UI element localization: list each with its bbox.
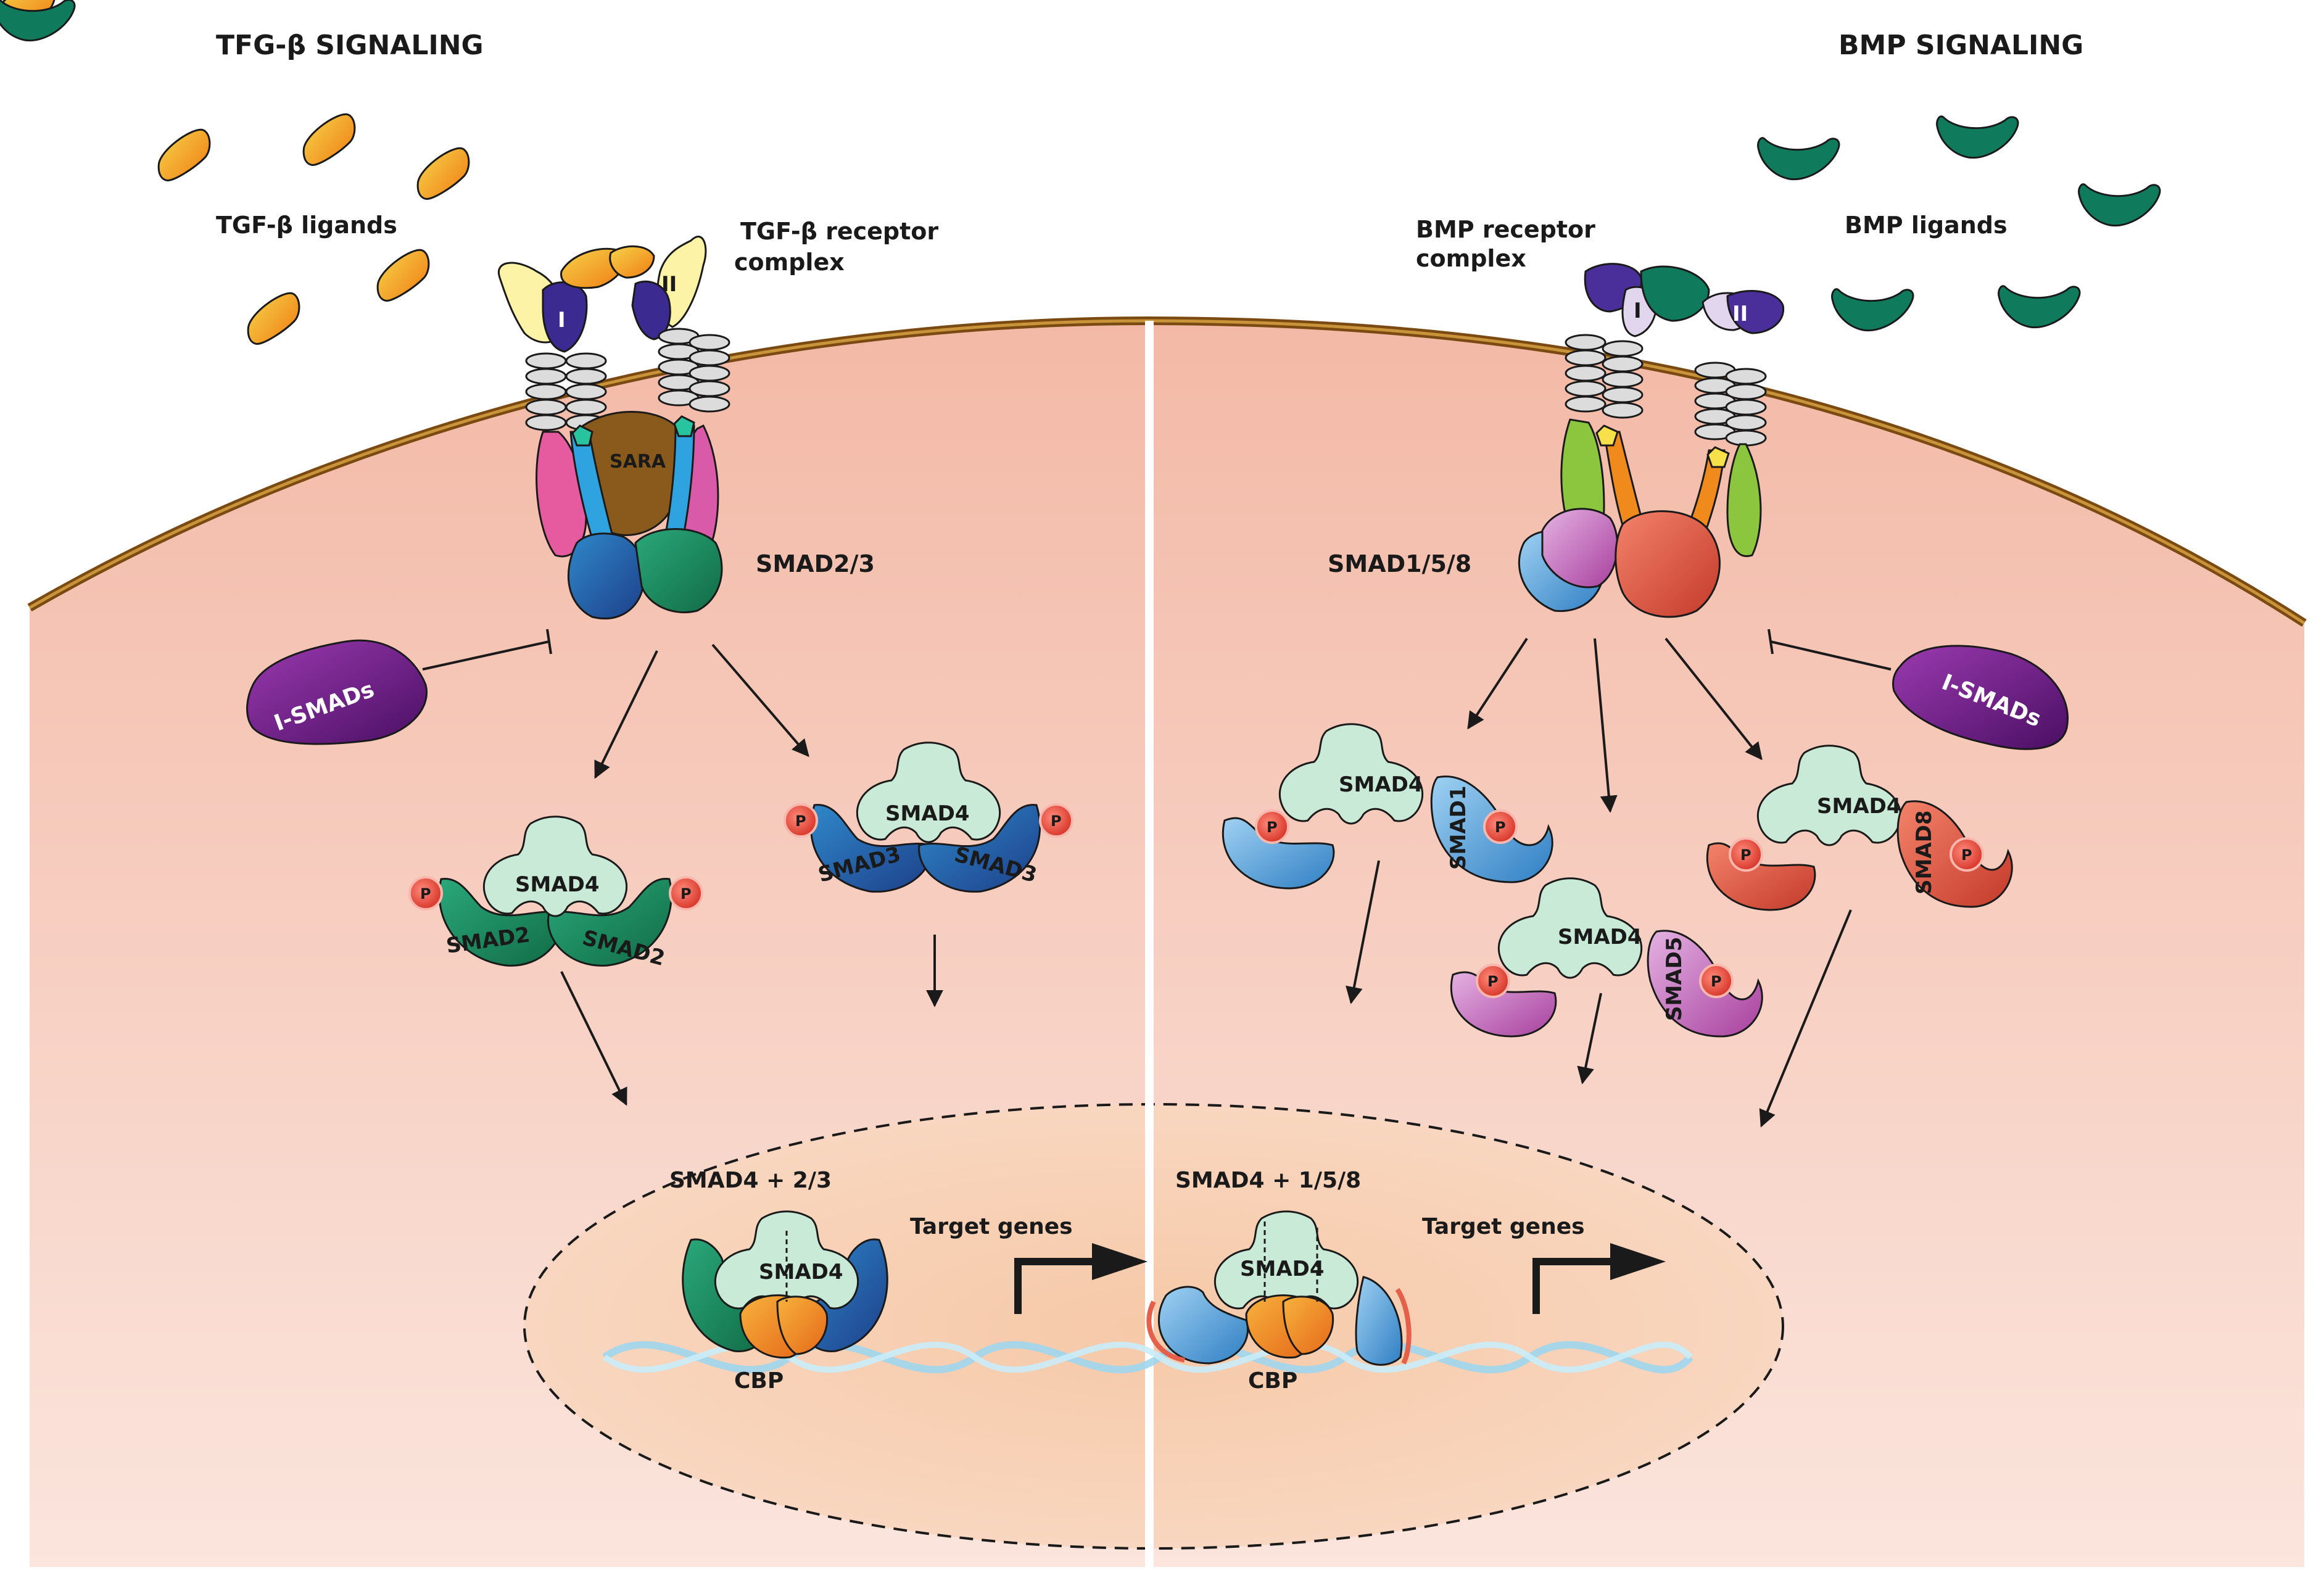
smad-complex-smad2: SMAD4 SMAD2 SMAD2 P P <box>408 816 703 971</box>
bmp-nuclear-label: SMAD4 + 1/5/8 <box>1175 1168 1361 1193</box>
bmp-ligands <box>0 0 2161 332</box>
bmp-receptor-type-2: II <box>1732 302 1748 326</box>
tgf-rsmad-label: SMAD2/3 <box>756 550 875 577</box>
tgf-ligand <box>239 290 308 347</box>
bmp-cbp-label: CBP <box>1248 1368 1297 1394</box>
tgf-ligand <box>409 145 478 202</box>
tgf-ligand <box>295 111 363 168</box>
ismads-right: I-SMADs <box>1768 629 2069 750</box>
svg-text:P: P <box>795 812 806 830</box>
svg-text:P: P <box>1711 973 1722 990</box>
phospho-icon: P <box>1255 809 1289 844</box>
bmp-ligand <box>1936 115 2019 159</box>
tgf-nuclear-label: SMAD4 + 2/3 <box>669 1168 832 1193</box>
bmp-ligand <box>2078 183 2161 227</box>
tgf-receptor-label-2: complex <box>734 249 845 276</box>
cell <box>27 316 2307 1573</box>
smad1-complex-smad4: SMAD4 <box>1339 772 1423 797</box>
svg-text:P: P <box>1267 819 1278 836</box>
bmp-transcription-arrow-icon <box>1532 1243 1666 1314</box>
tgf-transcription-arrow-icon <box>1014 1243 1148 1314</box>
phospho-icon: P <box>408 876 443 911</box>
signaling-arrows <box>560 637 1852 1128</box>
svg-text:P: P <box>1495 819 1506 836</box>
bmp-ligands-label: BMP ligands <box>1845 212 2008 239</box>
divider-line <box>1145 321 1154 1573</box>
bmp-target-genes-label: Target genes <box>1422 1214 1585 1239</box>
bmp-rsmad-label: SMAD1/5/8 <box>1328 550 1471 577</box>
smad5-complex-smad4: SMAD4 <box>1558 925 1642 949</box>
smad-complex-smad1: SMAD4 SMAD1 P P <box>1222 723 1553 890</box>
tgf-receptor-type-1: I <box>558 308 566 333</box>
svg-text:P: P <box>1740 846 1751 864</box>
smad5-complex-side: SMAD5 <box>1662 936 1687 1021</box>
bmp-receptor-type-1: I <box>1634 299 1642 323</box>
tgf-ligand <box>369 247 437 304</box>
tgf-receptor-type-2: II <box>661 272 677 297</box>
title-bmp: BMP SIGNALING <box>1838 30 2083 61</box>
phospho-icon: P <box>1699 964 1734 998</box>
smad8-complex-side: SMAD8 <box>1912 810 1937 895</box>
bmp-receptor-label-1: BMP receptor <box>1416 216 1595 243</box>
bmp-ligand <box>1757 137 1840 181</box>
svg-text:P: P <box>1961 846 1972 864</box>
tgf-ligand <box>150 126 218 184</box>
phospho-icon: P <box>784 803 818 838</box>
phospho-icon: P <box>669 876 703 911</box>
tgf-receptor-complex: I II SARA <box>497 236 730 620</box>
svg-text:P: P <box>680 885 692 903</box>
smad1-complex-side: SMAD1 <box>1446 785 1471 870</box>
tgf-ligands-label: TGF-β ligands <box>216 212 397 239</box>
svg-text:P: P <box>420 885 431 903</box>
ismads-left: I-SMADs <box>246 629 552 745</box>
smad2-complex-smad4: SMAD4 <box>515 872 600 897</box>
smad-complex-smad8: SMAD4 SMAD8 P P <box>1706 745 2013 911</box>
smad3-complex-smad4: SMAD4 <box>885 801 970 826</box>
smad8-complex-smad4: SMAD4 <box>1817 794 1901 819</box>
phospho-icon: P <box>1950 837 1984 872</box>
tgf-receptor-label-1: TGF-β receptor <box>740 218 938 245</box>
bmp-nuclear-smad4: SMAD4 <box>1240 1257 1325 1281</box>
svg-text:P: P <box>1051 812 1062 830</box>
phospho-icon: P <box>1729 837 1763 872</box>
tgf-target-genes-label: Target genes <box>910 1214 1073 1239</box>
nuclear-complex-tgf: SMAD4 <box>682 1210 888 1359</box>
tgf-nuclear-smad4: SMAD4 <box>759 1260 843 1284</box>
bmp-ligand <box>1831 288 1914 332</box>
bmp-ligand <box>1998 285 2081 329</box>
bmp-receptor-label-2: complex <box>1416 245 1526 272</box>
nuclear-complex-bmp: SMAD4 <box>1146 1210 1412 1366</box>
smad-complex-smad3: SMAD4 SMAD3 SMAD3 P P <box>784 742 1073 893</box>
sara-label: SARA <box>610 451 666 473</box>
phospho-icon: P <box>1483 809 1518 844</box>
title-tgf: TFG-β SIGNALING <box>216 30 484 61</box>
tgf-cbp-label: CBP <box>734 1368 784 1394</box>
svg-text:P: P <box>1487 973 1499 990</box>
ismads-right-inhibition <box>1770 640 1892 671</box>
phospho-icon: P <box>1476 964 1510 998</box>
phospho-icon: P <box>1039 803 1073 838</box>
smad-complex-smad5: SMAD4 SMAD5 P P <box>1450 877 1763 1038</box>
bmp-receptor-complex: I II <box>1518 263 1785 618</box>
ismads-left-inhibition <box>422 640 550 671</box>
